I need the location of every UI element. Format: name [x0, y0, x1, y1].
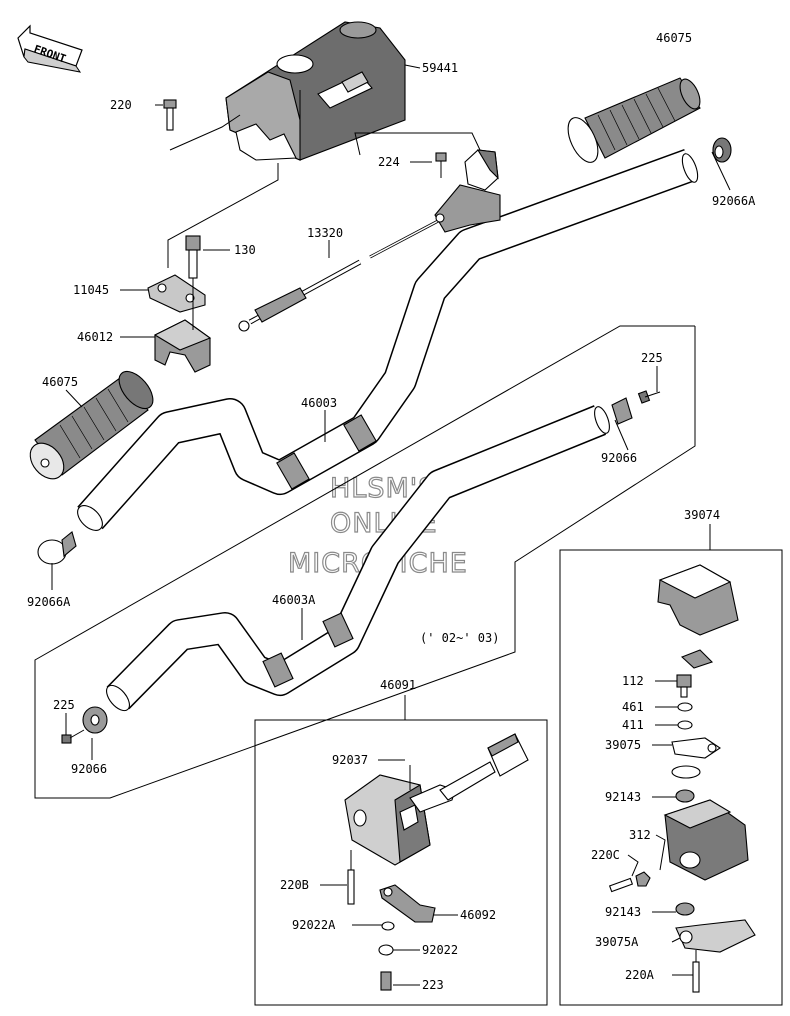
label-39075A: 39075A — [595, 935, 639, 949]
throttle-clip — [680, 649, 714, 669]
washer-92143-top — [675, 789, 695, 803]
end-cap-bottom — [61, 706, 108, 744]
year-note: (' 02~' 03) — [420, 631, 499, 645]
switch-box-46091 — [254, 719, 548, 1006]
label-92066-top: 92066 — [601, 451, 637, 465]
throttle-box-39074 — [559, 549, 783, 1006]
screw-223 — [380, 971, 392, 991]
label-46075-top: 46075 — [656, 31, 692, 45]
label-223: 223 — [422, 978, 444, 992]
label-92066-bottom: 92066 — [71, 762, 107, 776]
handlebar-cover — [225, 21, 406, 161]
nut-312 — [635, 871, 651, 887]
label-46075-left: 46075 — [42, 375, 78, 389]
handlebar-clamp-lower — [153, 319, 212, 373]
label-220A: 220A — [625, 968, 655, 982]
label-46092: 46092 — [460, 908, 496, 922]
label-11045: 11045 — [73, 283, 109, 297]
handlebar-clamp-upper — [147, 274, 206, 313]
label-92143-top: 92143 — [605, 790, 641, 804]
label-224: 224 — [378, 155, 400, 169]
throttle-housing — [663, 799, 749, 881]
handlebar-46003 — [77, 149, 699, 531]
label-225-bottom: 225 — [53, 698, 75, 712]
label-92037: 92037 — [332, 753, 368, 767]
washer-92022A — [381, 921, 395, 931]
washer-92143-bottom — [675, 902, 695, 916]
washer-92022 — [378, 944, 394, 956]
grip-top-right — [567, 77, 701, 163]
label-46012: 46012 — [77, 330, 113, 344]
label-46091: 46091 — [380, 678, 416, 692]
handlebar-switch — [344, 733, 529, 866]
label-411: 411 — [622, 718, 644, 732]
label-39075: 39075 — [605, 738, 641, 752]
label-92066A-top: 92066A — [712, 194, 756, 208]
bar-end-plug-top — [712, 137, 732, 163]
throttle-lever-39075 — [671, 737, 721, 759]
parking-lever — [434, 149, 501, 233]
label-130: 130 — [234, 243, 256, 257]
label-59441: 59441 — [422, 61, 458, 75]
label-220: 220 — [110, 98, 132, 112]
clamp-bolt — [185, 235, 201, 330]
label-220C: 220C — [591, 848, 620, 862]
label-112: 112 — [622, 674, 644, 688]
label-46003: 46003 — [301, 396, 337, 410]
label-461: 461 — [622, 700, 644, 714]
screw-220A — [692, 950, 700, 993]
throttle-lever-39075A — [675, 919, 756, 953]
label-92022: 92022 — [422, 943, 458, 957]
front-arrow-icon: FRONT — [17, 24, 83, 73]
cable-13320 — [238, 218, 441, 332]
variant-box-46003A — [34, 325, 696, 799]
callout-labels: 59441 220 224 46075 92066A 130 13320 110… — [27, 31, 756, 992]
bar-end-plug-left — [37, 531, 77, 565]
label-225-top: 225 — [641, 351, 663, 365]
washer-411 — [677, 720, 693, 730]
return-spring — [671, 765, 701, 779]
label-46003A: 46003A — [272, 593, 316, 607]
label-92143-bottom: 92143 — [605, 905, 641, 919]
switch-screw-220B — [347, 850, 355, 905]
screw-220C — [608, 877, 634, 893]
label-92066A-left: 92066A — [27, 595, 71, 609]
handlebar-46003A — [106, 405, 610, 712]
end-cap-top — [611, 390, 661, 425]
label-13320: 13320 — [307, 226, 343, 240]
washer-461 — [677, 702, 693, 712]
leader-lines — [51, 64, 731, 986]
bolt-112 — [676, 674, 692, 698]
label-92022A: 92022A — [292, 918, 336, 932]
label-220B: 220B — [280, 878, 309, 892]
label-312: 312 — [629, 828, 651, 842]
label-39074: 39074 — [684, 508, 720, 522]
screw-220 — [163, 99, 177, 131]
switch-lever-46092 — [379, 884, 436, 923]
throttle-cover — [657, 564, 739, 636]
grip-left — [29, 370, 154, 480]
